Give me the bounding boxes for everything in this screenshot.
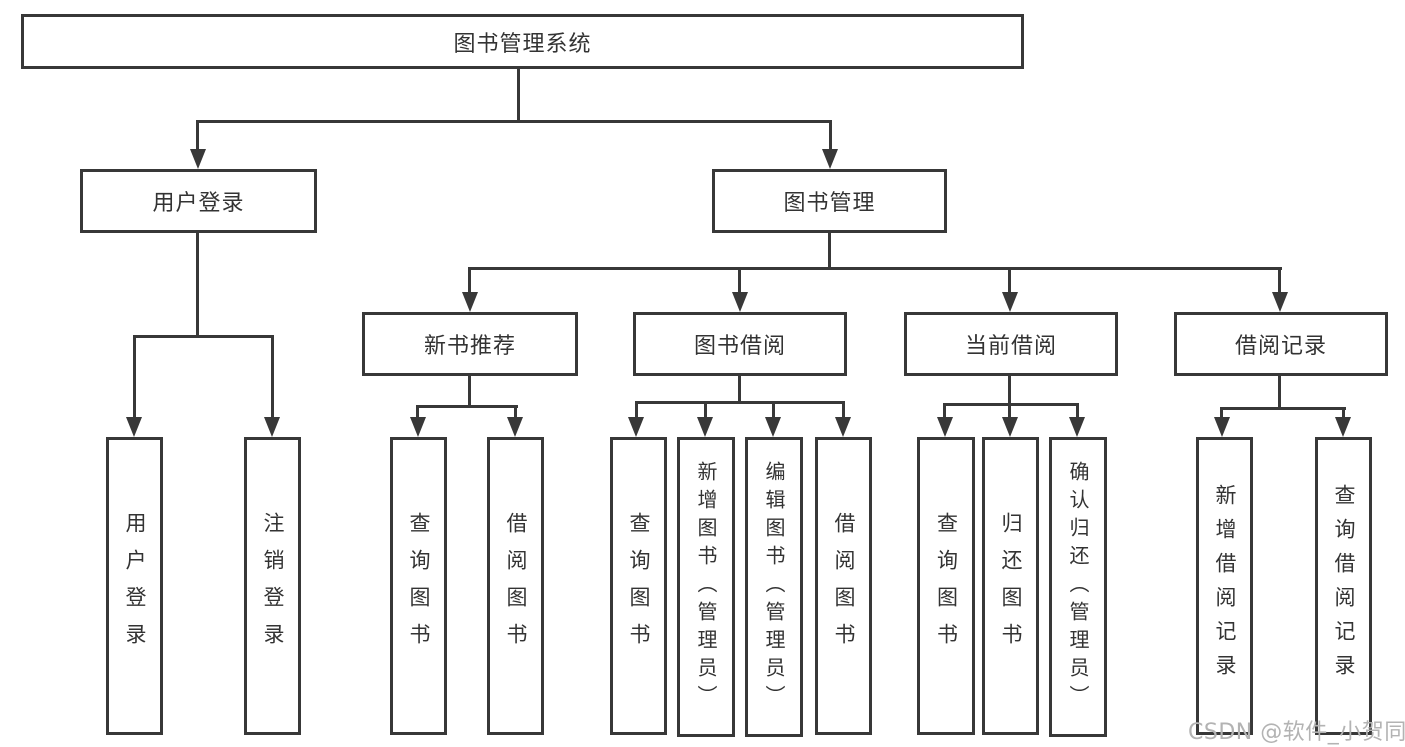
- connector-drop-book-management: [829, 120, 832, 152]
- connector-records-stem: [1278, 376, 1281, 409]
- leaf-logout: 注销登录: [244, 437, 301, 735]
- connector-drop-leaf: [1220, 409, 1223, 419]
- node-label: 当前借阅: [964, 334, 1057, 359]
- connector-drop-book-borrow: [738, 267, 741, 294]
- leaf-label: 用户登录: [123, 512, 147, 660]
- connector-currentborrow-bar: [943, 403, 1079, 406]
- connector-drop-user-login: [196, 120, 199, 152]
- connector-drop-leaf: [514, 407, 517, 419]
- leaf-label: 查询图书: [934, 512, 959, 660]
- arrowhead-book-management: [822, 149, 838, 169]
- node-label: 图书管理: [783, 191, 876, 216]
- arrowhead-leaf: [1335, 417, 1351, 437]
- leaf-edit-book-admin: 编辑图书（管理员）: [745, 437, 803, 737]
- connector-drop-leaf: [943, 405, 946, 419]
- arrowhead-leaf-logout: [264, 417, 280, 437]
- arrowhead-new-book: [462, 292, 478, 312]
- connector-records-bar: [1220, 407, 1346, 410]
- leaf-label: 查询图书: [627, 512, 651, 660]
- connector-currentborrow-stem: [1008, 376, 1011, 405]
- node-book-borrowing: 图书借阅: [633, 312, 847, 376]
- leaf-label: 借阅图书: [832, 512, 856, 660]
- connector-drop-leaf: [1342, 409, 1345, 419]
- connector-drop-leaf: [1008, 405, 1011, 419]
- node-borrowing-records: 借阅记录: [1174, 312, 1388, 376]
- arrowhead-borrow-records: [1272, 292, 1288, 312]
- node-label: 图书借阅: [693, 334, 786, 359]
- node-label: 借阅记录: [1234, 334, 1327, 359]
- connector-drop-leaf: [1076, 405, 1079, 419]
- leaf-query-books-borrowing: 查询图书: [610, 437, 667, 735]
- node-new-book-recommendation: 新书推荐: [362, 312, 578, 376]
- connector-root-stem: [517, 69, 520, 120]
- arrowhead-user-login: [190, 149, 206, 169]
- connector-drop-new-book: [468, 267, 471, 294]
- leaf-query-borrow-record: 查询借阅记录: [1315, 437, 1372, 735]
- connector-drop-leaf: [772, 403, 775, 419]
- arrowhead-leaf: [835, 417, 851, 437]
- leaf-add-borrow-record: 新增借阅记录: [1196, 437, 1253, 735]
- leaf-query-books-current: 查询图书: [917, 437, 975, 735]
- connector-bookmgmt-bar: [468, 267, 1282, 270]
- node-label: 图书管理系统: [453, 31, 592, 57]
- arrowhead-leaf: [1002, 417, 1018, 437]
- node-label: 用户登录: [152, 191, 245, 216]
- connector-userlogin-bar: [133, 335, 274, 338]
- leaf-label: 新增图书（管理员）: [694, 461, 718, 713]
- leaf-label: 确认归还（管理员）: [1066, 461, 1090, 713]
- leaf-label: 新增借阅记录: [1213, 484, 1237, 688]
- connector-drop-leaf: [416, 407, 419, 419]
- connector-root-bar: [196, 120, 832, 123]
- connector-bookborrow-bar: [635, 401, 845, 404]
- arrowhead-book-borrow: [732, 292, 748, 312]
- connector-bookmgmt-stem: [828, 233, 831, 269]
- connector-newbook-bar: [416, 405, 518, 408]
- leaf-label: 查询借阅记录: [1332, 484, 1356, 688]
- connector-userlogin-stem: [196, 233, 199, 337]
- arrowhead-leaf-user-login: [126, 417, 142, 437]
- node-label: 新书推荐: [423, 334, 516, 359]
- arrowhead-leaf: [507, 417, 523, 437]
- leaf-confirm-return-admin: 确认归还（管理员）: [1049, 437, 1107, 737]
- csdn-watermark: CSDN @软件_小贺同学: [1188, 720, 1405, 745]
- leaf-user-login: 用户登录: [106, 437, 163, 735]
- leaf-label: 注销登录: [261, 512, 285, 660]
- leaf-label: 查询图书: [407, 512, 431, 660]
- connector-drop-leaf: [635, 403, 638, 419]
- node-user-login: 用户登录: [80, 169, 317, 233]
- leaf-add-book-admin: 新增图书（管理员）: [677, 437, 735, 737]
- connector-drop-leaf-logout: [271, 337, 274, 419]
- leaf-label: 借阅图书: [504, 512, 528, 660]
- arrowhead-leaf: [628, 417, 644, 437]
- connector-bookborrow-stem: [738, 376, 741, 403]
- node-book-management: 图书管理: [712, 169, 947, 233]
- connector-drop-leaf: [704, 403, 707, 419]
- arrowhead-leaf: [1069, 417, 1085, 437]
- leaf-borrow-books-borrowing: 借阅图书: [815, 437, 872, 735]
- arrowhead-leaf: [697, 417, 713, 437]
- connector-drop-leaf-user-login: [133, 337, 136, 419]
- connector-newbook-stem: [468, 376, 471, 407]
- leaf-borrow-books-recommend: 借阅图书: [487, 437, 544, 735]
- arrowhead-leaf: [1214, 417, 1230, 437]
- arrowhead-current-borrow: [1002, 292, 1018, 312]
- arrowhead-leaf: [410, 417, 426, 437]
- node-library-management-system: 图书管理系统: [21, 14, 1024, 69]
- arrowhead-leaf: [937, 417, 953, 437]
- leaf-query-books-recommend: 查询图书: [390, 437, 447, 735]
- node-current-borrowing: 当前借阅: [904, 312, 1118, 376]
- leaf-label: 编辑图书（管理员）: [762, 461, 786, 713]
- connector-drop-leaf: [842, 403, 845, 419]
- leaf-label: 归还图书: [999, 512, 1023, 660]
- connector-drop-borrow-records: [1278, 267, 1281, 294]
- arrowhead-leaf: [765, 417, 781, 437]
- connector-drop-current-borrow: [1008, 267, 1011, 294]
- leaf-return-books: 归还图书: [982, 437, 1039, 735]
